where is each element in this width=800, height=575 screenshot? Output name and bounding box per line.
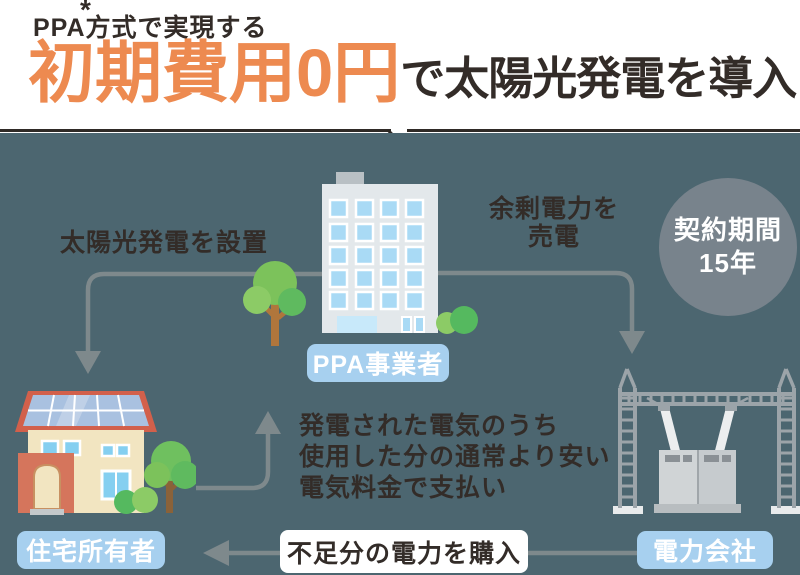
diagram-canvas: 契約期間 15年 PPA事業者 住宅所有者 電力会社 太陽光発電を設置 余剰電力… — [0, 133, 800, 575]
title-highlight: 初期費用0円 — [28, 36, 401, 111]
header: * PPA方式で実現する 初期費用0円で太陽光発電を導入 — [0, 0, 800, 157]
footnote-asterisk: * — [80, 0, 91, 25]
header-rule-right — [407, 129, 800, 132]
surplus-flow-label: 余剰電力を 売電 — [488, 195, 619, 251]
header-subtitle: PPA方式で実現する — [33, 14, 268, 42]
purchase-flow-label: 不足分の電力を購入 — [280, 530, 528, 573]
tree-icon — [243, 261, 306, 346]
install-flow-label: 太陽光発電を設置 — [60, 229, 269, 257]
payment-arrowhead — [255, 411, 281, 434]
house-icon — [15, 391, 196, 515]
payment-flow-label: 発電された電気のうち 使用した分の通常より安い 電気料金で支払い — [299, 412, 611, 502]
contract-badge: 契約期間 15年 — [659, 178, 797, 316]
utility-label: 電力会社 — [637, 531, 773, 569]
transformer-icon — [613, 368, 800, 514]
bush-icon — [436, 306, 478, 334]
surplus-arrowhead — [619, 331, 645, 354]
office-building-icon — [322, 172, 438, 333]
header-rule-left — [0, 129, 391, 132]
title-suffix: で太陽光発電を導入 — [400, 52, 797, 104]
header-title: 初期費用0円で太陽光発電を導入 — [28, 36, 797, 111]
provider-label: PPA事業者 — [307, 344, 449, 382]
install-arrowhead — [75, 351, 101, 374]
homeowner-label: 住宅所有者 — [17, 531, 165, 569]
payment-arrow-line — [196, 433, 271, 491]
purchase-arrowhead — [203, 540, 229, 566]
